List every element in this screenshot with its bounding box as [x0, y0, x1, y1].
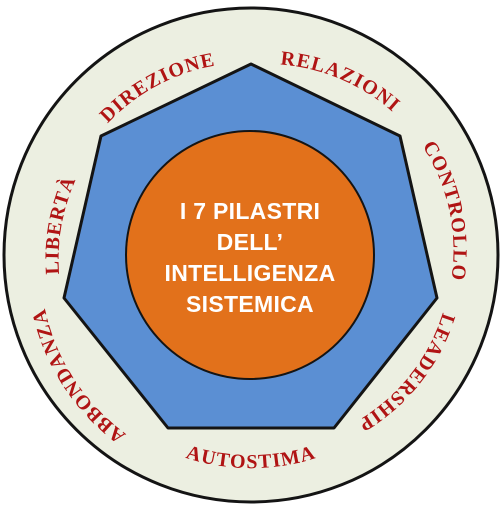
center-title-line-3: INTELLIGENZA	[165, 260, 336, 286]
center-title-line-4: SISTEMICA	[186, 291, 314, 317]
center-title: I 7 PILASTRI DELL’ INTELLIGENZA SISTEMIC…	[165, 198, 336, 317]
center-title-line-1: I 7 PILASTRI	[180, 198, 320, 224]
center-circle	[125, 130, 375, 380]
center-title-line-2: DELL’	[217, 229, 284, 255]
